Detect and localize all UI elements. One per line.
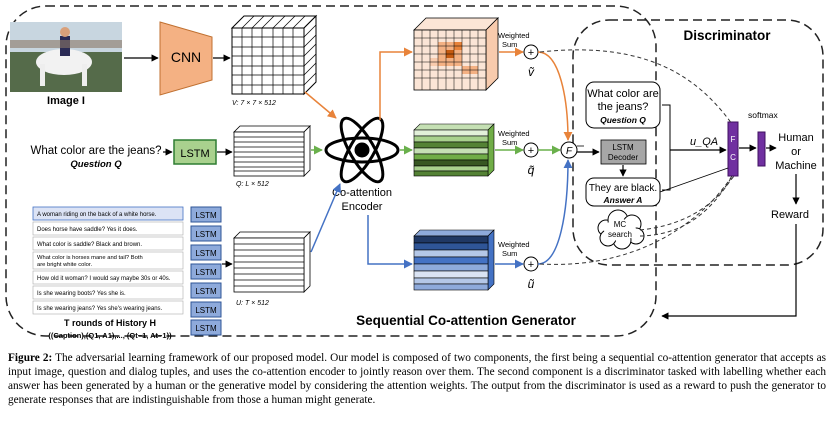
- cnn-label: CNN: [171, 49, 201, 65]
- history-lstm-4: LSTM: [195, 287, 217, 296]
- input-image: [10, 22, 122, 92]
- u-tilde-to-f-arrow: [537, 159, 573, 265]
- discriminator-title: Discriminator: [683, 28, 771, 43]
- caption-text: The adversarial learning framework of ou…: [8, 352, 827, 406]
- reward-label: Reward: [771, 209, 809, 221]
- v-tilde: ṽ: [528, 65, 535, 79]
- coattention-atom-icon: [324, 116, 400, 184]
- weighted-sum-q-1: Weighted: [498, 129, 530, 138]
- question-lstm-label: LSTM: [180, 148, 209, 160]
- history-lstm-2: LSTM: [195, 249, 217, 258]
- history-item-6: Is she wearing jeans? Yes she's wearing …: [37, 306, 163, 312]
- encoder-label: Encoder: [342, 201, 383, 213]
- sum-v-plus: +: [528, 47, 534, 59]
- u-to-encoder-arrow: [310, 183, 341, 253]
- weighted-sum-u-1: Weighted: [498, 240, 530, 249]
- history-formula: ((Caption),(Q1, A1),..., (Qt−1, At−1)): [48, 331, 172, 340]
- history-lstm-0: LSTM: [195, 211, 217, 220]
- question-lstm: [173, 139, 217, 165]
- history-lstm-6: LSTM: [195, 324, 217, 333]
- encoder-to-u-att-arrow: [367, 215, 413, 269]
- u-tilde: ũ: [528, 277, 535, 291]
- v-to-encoder-arrow: [304, 91, 337, 119]
- answer-text: They are black.: [589, 183, 657, 194]
- sum-q-plus: +: [528, 145, 534, 157]
- v-dims: V: 7 × 7 × 512: [232, 100, 276, 107]
- v-attention-heatmap: [413, 17, 499, 91]
- mc-search-cloud: [597, 209, 645, 250]
- encoder-to-v-att-arrow: [379, 47, 413, 120]
- f-node: [560, 141, 578, 159]
- coattention-label: Co-attention: [332, 187, 392, 199]
- uqa-label: u_QA: [690, 136, 718, 148]
- answer-label: Answer A: [603, 195, 643, 205]
- history-lstm-1: LSTM: [195, 230, 217, 239]
- history-item-1: Does horse have saddle? Yes it does.: [37, 227, 138, 233]
- history-item-5: Is she wearing boots? Yes she is.: [37, 291, 126, 297]
- u-attention-stack: [413, 229, 495, 291]
- lstm-decoder-box: [600, 139, 647, 165]
- reward-feedback-arrow: [661, 224, 797, 320]
- u-feature-stack: [233, 231, 311, 293]
- question-text: What color are the jeans?: [30, 145, 161, 157]
- history-title: T rounds of History H: [64, 318, 156, 328]
- generator-boundary: [5, 5, 657, 337]
- softmax-label: softmax: [748, 110, 779, 120]
- history-item-0: A woman riding on the back of a white ho…: [37, 212, 157, 218]
- weighted-sum-v-2: Sum: [502, 40, 517, 49]
- history-item-3: What color is horses mane and tail? Both…: [37, 255, 143, 268]
- sum-u-plus: +: [528, 259, 534, 271]
- weighted-sum-q-2: Sum: [502, 138, 517, 147]
- history-lstm-3: LSTM: [195, 268, 217, 277]
- u-dims: U: T × 512: [236, 300, 269, 307]
- q-tilde: q̃: [528, 163, 535, 177]
- fc-block: [727, 121, 739, 177]
- history-list: [32, 206, 184, 315]
- disc-question-box: [585, 81, 661, 129]
- v-tilde-to-f-arrow: [537, 51, 573, 141]
- history-item-4: How old it woman? I would say maybe 30s …: [37, 276, 171, 282]
- v-feature-grid: [230, 14, 318, 96]
- figure-canvas: Image I CNN V: 7 × 7 × 512 What color ar…: [5, 5, 824, 340]
- history-lstm-column: [190, 206, 222, 336]
- history-item-2: What color is saddle? Black and brown.: [37, 242, 142, 248]
- weighted-sum-v-1: Weighted: [498, 31, 530, 40]
- f-label: F: [566, 146, 573, 157]
- caption-prefix: Figure 2:: [8, 352, 53, 364]
- qa-bracket: [662, 104, 671, 191]
- q-dims: Q: L × 512: [236, 181, 269, 188]
- answer-to-fc-line: [659, 167, 729, 193]
- cnn-block: [159, 21, 213, 96]
- q-attention-stack: [413, 123, 495, 177]
- attention-dashed-lines: [539, 49, 735, 265]
- softmax-block: [757, 131, 766, 167]
- question-label: Question Q: [70, 159, 122, 170]
- figure-caption: Figure 2: The adversarial learning frame…: [8, 351, 826, 407]
- generator-title: Sequential Co-attention Generator: [356, 313, 577, 328]
- image-label: Image I: [47, 95, 85, 107]
- disc-question-label: Question Q: [600, 115, 646, 125]
- weighted-sum-u-2: Sum: [502, 249, 517, 258]
- q-feature-stack: [233, 125, 311, 177]
- history-lstm-5: LSTM: [195, 306, 217, 315]
